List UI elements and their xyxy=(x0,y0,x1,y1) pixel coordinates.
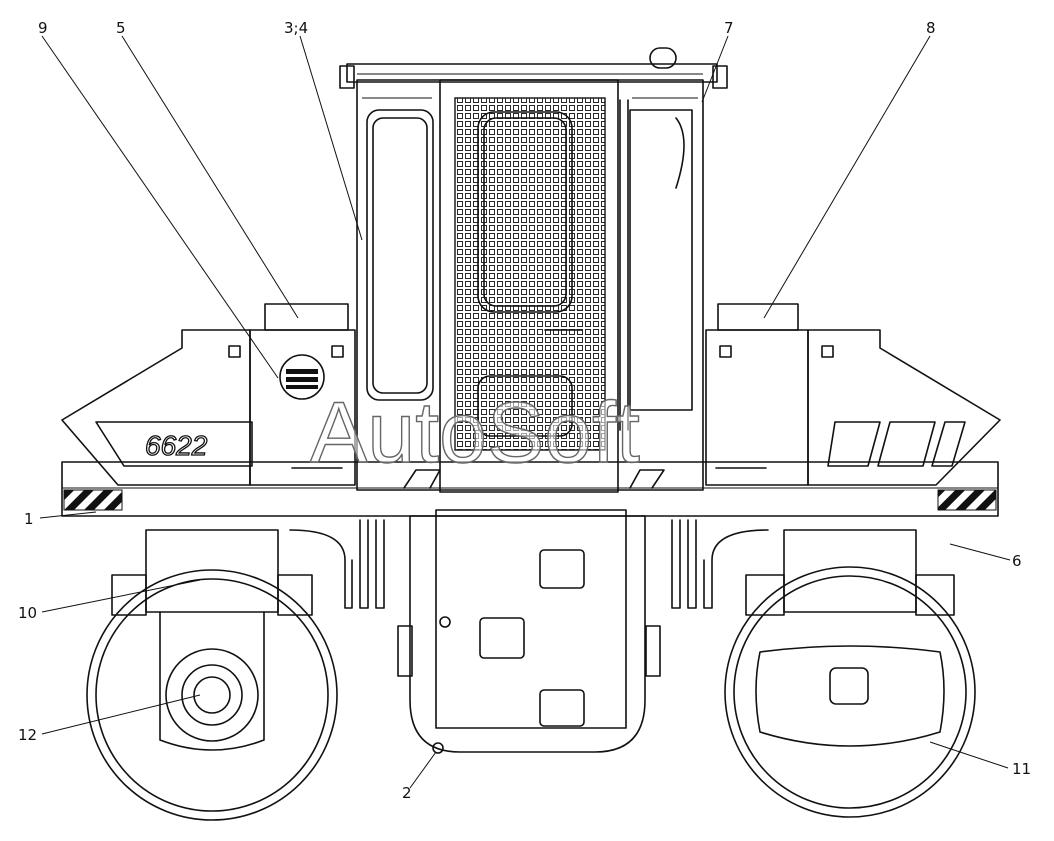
callout-9: 9 xyxy=(38,19,48,37)
wheel-left xyxy=(86,529,338,821)
callout-6: 6 xyxy=(1012,552,1022,570)
wheel-right xyxy=(724,529,976,818)
leader-lines xyxy=(39,35,1011,789)
frame xyxy=(61,461,999,517)
side-body-right xyxy=(705,303,1001,486)
callout-8: 8 xyxy=(926,19,936,37)
hoses xyxy=(289,519,769,609)
cab xyxy=(339,47,728,493)
callout-labels: 9 5 3;4 7 8 1 6 10 12 2 11 xyxy=(18,19,1031,802)
callout-3-4: 3;4 xyxy=(284,19,308,37)
side-body-left xyxy=(61,303,356,486)
callout-1: 1 xyxy=(24,510,34,528)
callout-12: 12 xyxy=(18,726,37,744)
callout-10: 10 xyxy=(18,604,37,622)
callout-7: 7 xyxy=(724,19,734,37)
watermark-text: AutoSoft xyxy=(310,385,640,481)
model-number: 6622 xyxy=(145,430,208,461)
callout-2: 2 xyxy=(402,784,412,802)
callout-11: 11 xyxy=(1012,760,1031,778)
center-box xyxy=(397,509,661,754)
callout-5: 5 xyxy=(116,19,126,37)
